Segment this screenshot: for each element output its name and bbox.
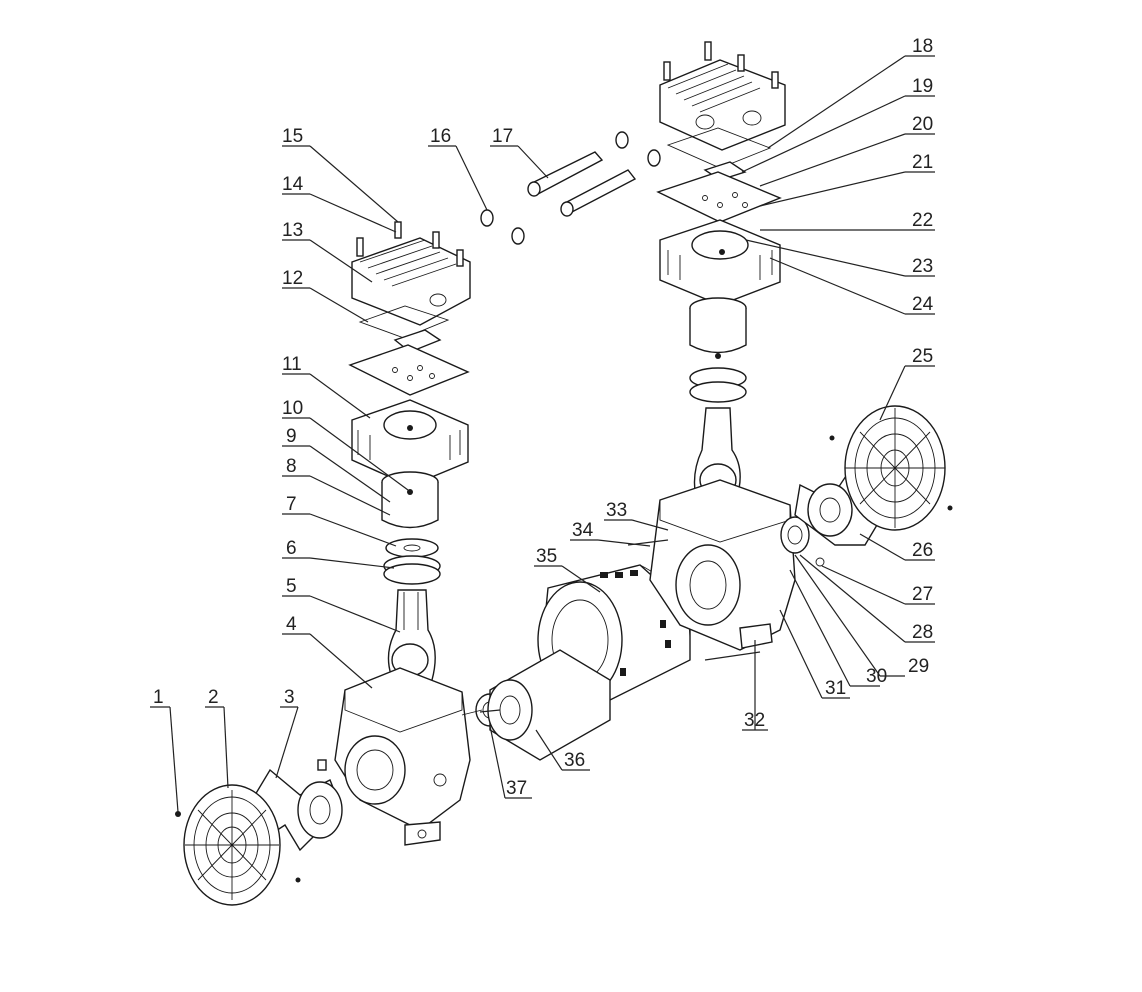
callout-1: 1 xyxy=(153,687,164,708)
callout-labels: 1 2 3 4 5 6 7 8 9 10 11 12 13 14 15 16 1… xyxy=(153,36,934,799)
callout-9: 9 xyxy=(286,426,297,447)
callout-14: 14 xyxy=(282,174,304,195)
callout-7: 7 xyxy=(286,494,297,515)
callout-11: 11 xyxy=(282,354,302,375)
callout-24: 24 xyxy=(912,294,934,315)
left-cylinder-head-assembly xyxy=(348,221,471,691)
callout-5: 5 xyxy=(286,576,297,597)
callout-8: 8 xyxy=(286,456,297,477)
callout-19: 19 xyxy=(912,76,933,97)
callout-27: 27 xyxy=(912,584,933,605)
callout-2: 2 xyxy=(208,687,219,708)
motor-stator-and-rotor xyxy=(479,564,691,761)
right-fan-and-cover xyxy=(794,405,953,546)
callout-23: 23 xyxy=(912,256,933,277)
callout-12: 12 xyxy=(282,268,303,289)
right-crankcase xyxy=(627,479,825,661)
callout-22: 22 xyxy=(912,210,933,231)
callout-18: 18 xyxy=(912,36,933,57)
callout-26: 26 xyxy=(912,540,933,561)
callout-6: 6 xyxy=(286,538,297,559)
callout-leaders xyxy=(150,55,935,813)
callout-13: 13 xyxy=(282,220,303,241)
callout-31: 31 xyxy=(825,678,846,699)
callout-30: 30 xyxy=(866,666,887,687)
callout-32: 32 xyxy=(744,710,765,731)
callout-4: 4 xyxy=(286,614,297,635)
callout-37: 37 xyxy=(506,778,527,799)
transfer-tubes-and-seals xyxy=(480,131,661,245)
callout-20: 20 xyxy=(912,114,933,135)
callout-15: 15 xyxy=(282,126,303,147)
callout-3: 3 xyxy=(284,687,295,708)
left-fan-and-cover xyxy=(175,759,343,906)
callout-29: 29 xyxy=(908,656,929,677)
callout-16: 16 xyxy=(430,126,451,147)
callout-36: 36 xyxy=(564,750,585,771)
callout-25: 25 xyxy=(912,346,933,367)
left-crankcase xyxy=(334,667,505,846)
callout-28: 28 xyxy=(912,622,933,643)
callout-17: 17 xyxy=(492,126,513,147)
callout-35: 35 xyxy=(536,546,557,567)
callout-34: 34 xyxy=(572,520,594,541)
callout-21: 21 xyxy=(912,152,933,173)
callout-10: 10 xyxy=(282,398,303,419)
callout-33: 33 xyxy=(606,500,627,521)
right-cylinder-head-assembly xyxy=(656,41,786,511)
